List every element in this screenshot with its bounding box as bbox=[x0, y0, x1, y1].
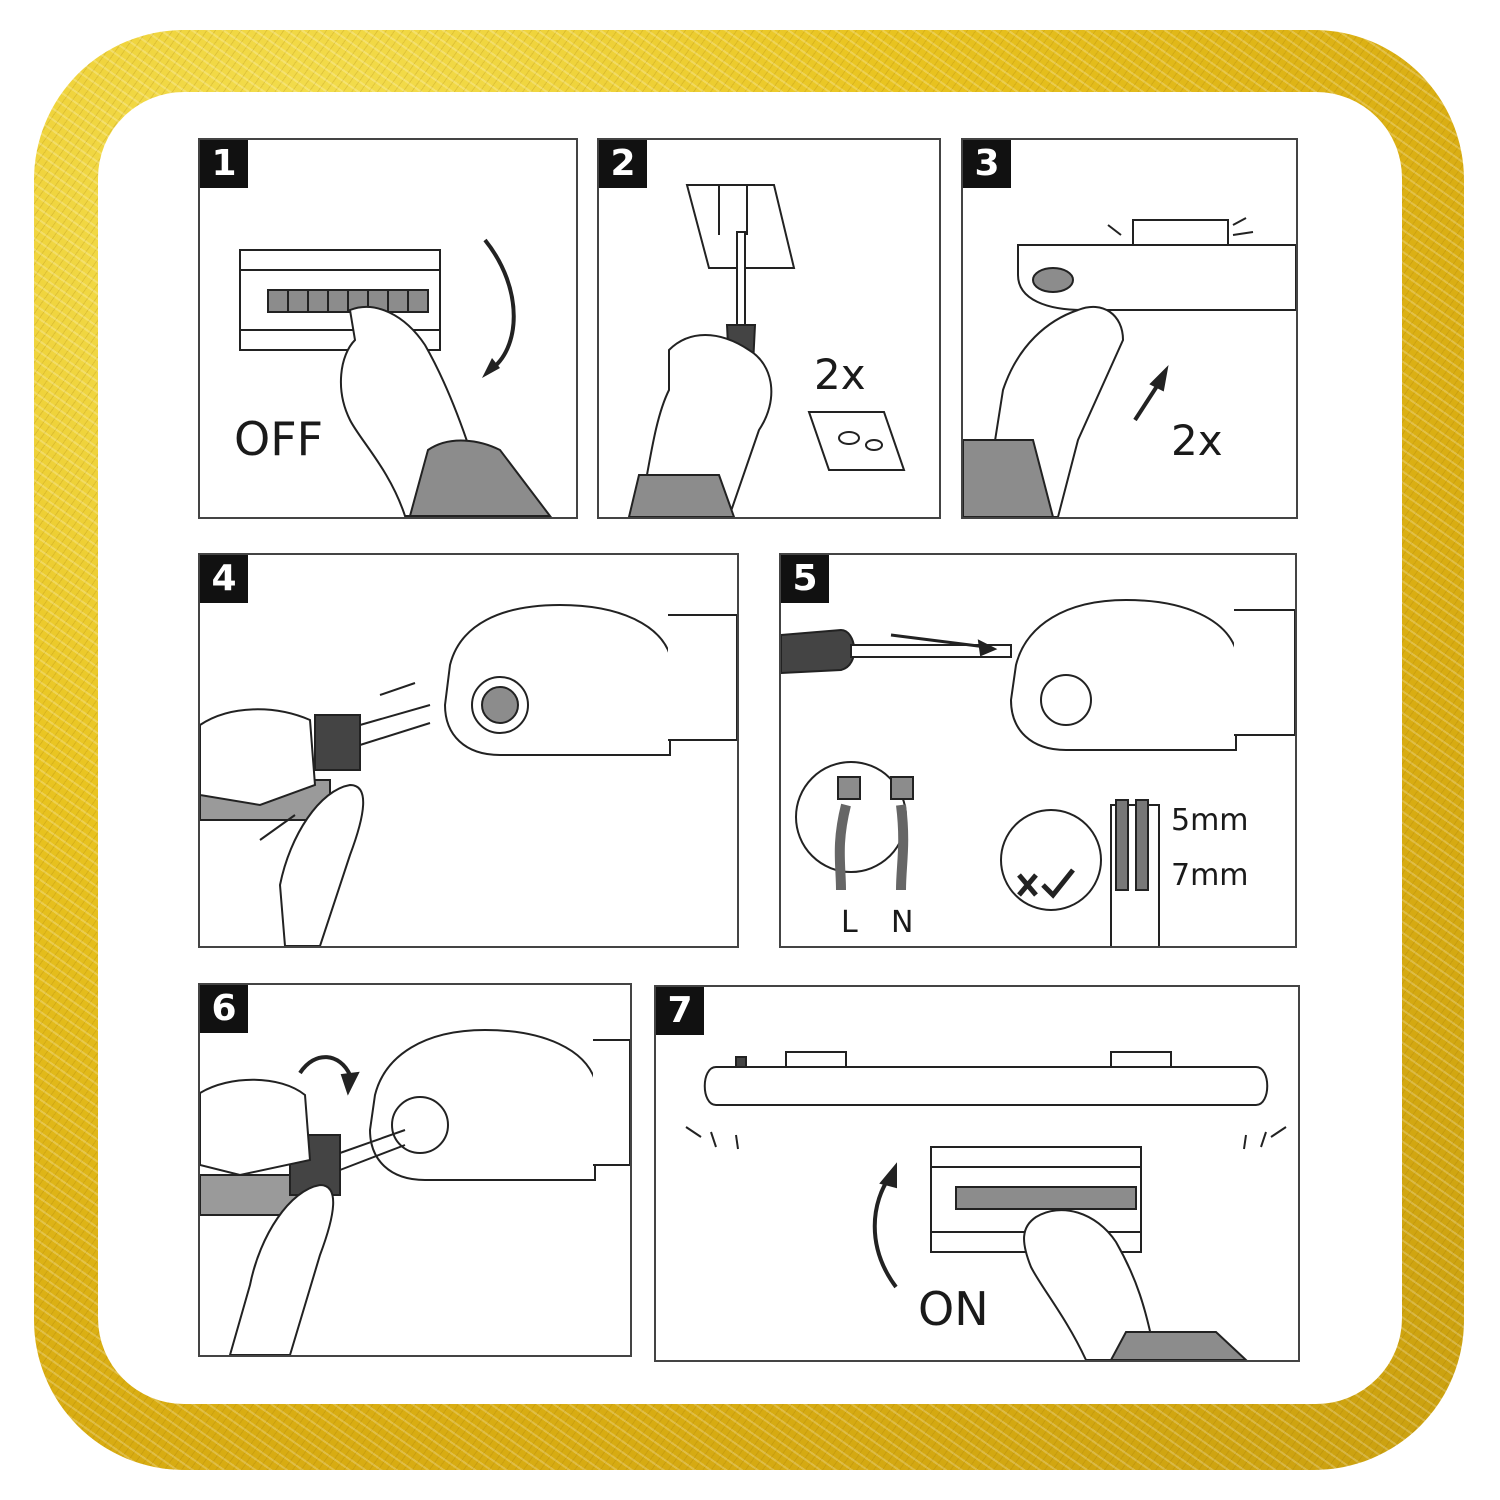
step-7-panel: 7 ON bbox=[654, 985, 1300, 1362]
cable-gland bbox=[314, 714, 361, 771]
step-4-number: 4 bbox=[200, 555, 248, 603]
breaker-switches bbox=[267, 289, 429, 313]
insert-arrow-icon bbox=[379, 682, 416, 696]
fixture-end-cap bbox=[443, 603, 671, 756]
step-5-panel: 5 L N 5mm 7mm bbox=[779, 553, 1297, 948]
rotate-arrow-icon bbox=[872, 1173, 898, 1289]
rotate-arrow-icon bbox=[483, 238, 516, 372]
quantity-label: 2x bbox=[814, 350, 866, 399]
breaker-off-illustration bbox=[239, 238, 553, 517]
quantity-label: 2x bbox=[1171, 416, 1223, 465]
clip-bracket bbox=[785, 1051, 847, 1068]
ceiling-bracket bbox=[685, 184, 796, 269]
mount-bracket-illustration bbox=[627, 184, 906, 517]
step-4-panel: 4 bbox=[198, 553, 739, 948]
terminal-label-l: L bbox=[841, 905, 858, 940]
step-3-number: 3 bbox=[963, 140, 1011, 188]
gland-insert-illustration bbox=[200, 603, 737, 946]
step-5-number: 5 bbox=[781, 555, 829, 603]
fixture-end-cap bbox=[1009, 598, 1237, 751]
step-6-panel: 6 bbox=[198, 983, 632, 1357]
clip-bracket bbox=[1110, 1051, 1172, 1068]
step-6-number: 6 bbox=[200, 985, 248, 1033]
breaker-on-illustration bbox=[685, 1051, 1287, 1360]
strip-length-7mm: 7mm bbox=[1171, 858, 1249, 893]
step-2-number: 2 bbox=[599, 140, 647, 188]
step-1-number: 1 bbox=[200, 140, 248, 188]
breaker-switches bbox=[955, 1186, 1137, 1210]
strip-length-5mm: 5mm bbox=[1171, 803, 1249, 838]
off-label: OFF bbox=[234, 412, 324, 466]
step-7-number: 7 bbox=[656, 987, 704, 1035]
rotate-arrow-icon bbox=[298, 1055, 352, 1076]
terminal-label-n: N bbox=[891, 905, 914, 940]
step-3-panel: 3 2x bbox=[961, 138, 1298, 519]
step-2-panel: 2 2x bbox=[597, 138, 941, 519]
clip-bracket bbox=[1132, 219, 1229, 246]
led-fixture bbox=[703, 1066, 1269, 1106]
wiring-illustration bbox=[781, 598, 1295, 946]
screwdriver bbox=[781, 628, 856, 675]
fixture-end bbox=[1017, 244, 1296, 311]
tighten-gland-illustration bbox=[200, 1028, 630, 1355]
step-1-panel: 1 OFF bbox=[198, 138, 578, 519]
push-arrow-icon bbox=[259, 814, 296, 841]
on-label: ON bbox=[918, 1282, 989, 1336]
clip-fixture-illustration bbox=[963, 217, 1296, 517]
